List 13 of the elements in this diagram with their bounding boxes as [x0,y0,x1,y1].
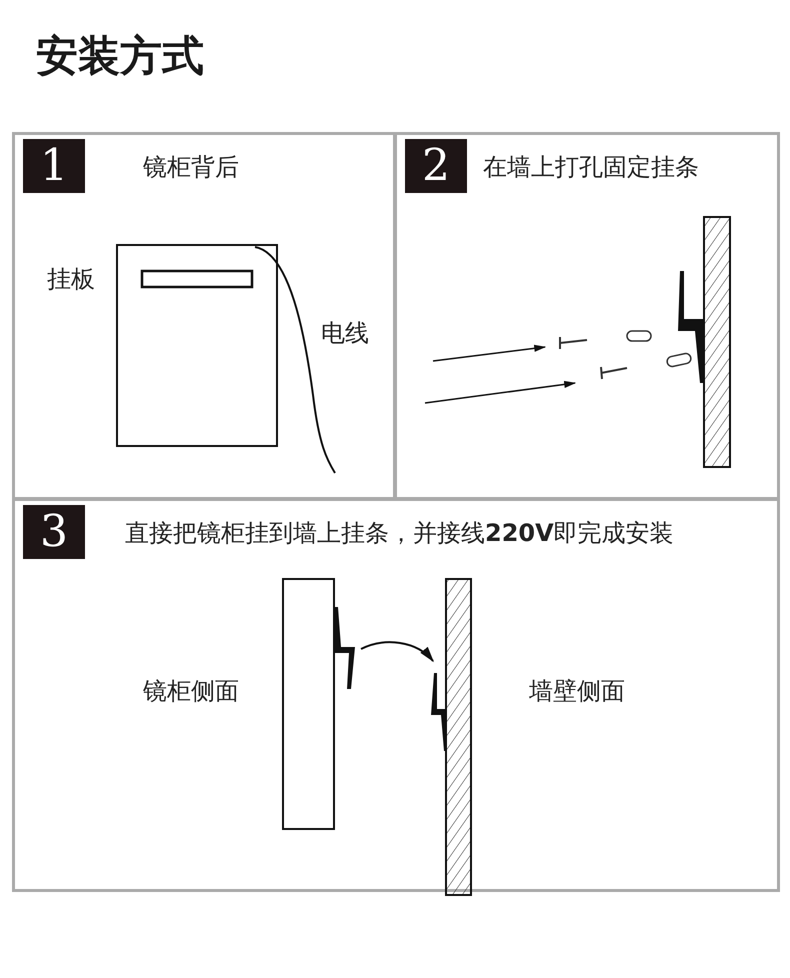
part-label: 挂板 [47,264,95,295]
page-title: 安装方式 [36,30,204,82]
part-label: 电线 [321,318,369,349]
step-instruction: 在墙上打孔固定挂条 [483,152,699,183]
step-panel [12,132,396,500]
step-number: 2 [405,139,467,193]
part-label: 镜柜侧面 [143,676,239,707]
step-number: 3 [23,505,85,559]
step-instruction: 镜柜背后 [143,152,239,183]
step-number: 1 [23,139,85,193]
part-label: 墙壁侧面 [529,676,625,707]
step-instruction: 直接把镜柜挂到墙上挂条，并接线220V即完成安装 [125,518,674,549]
step-panel [394,132,780,500]
